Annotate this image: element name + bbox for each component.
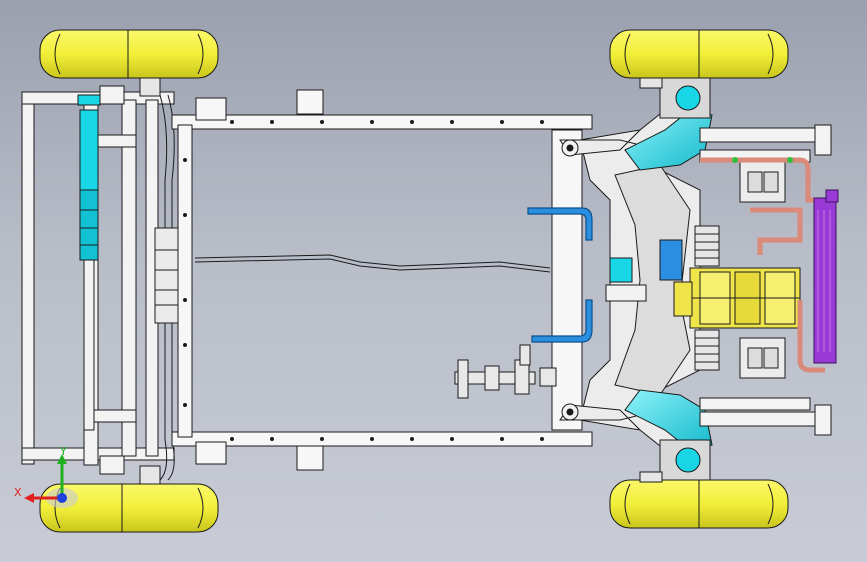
controller-boxes [739,161,786,379]
brake-lines [194,254,551,273]
front-subframe [579,129,701,431]
coolant-pipes [700,157,825,373]
tire-rear-right [39,483,219,533]
front-control-arm-bottom [559,389,713,476]
rail-rivets [183,120,544,441]
tire-rear-left [39,29,219,79]
radiator [813,189,839,364]
coordinate-axis-triad-icon: Y X [14,445,78,508]
drive-motor [673,267,801,329]
tire-front-right [609,479,789,529]
coolant-hoses-blue [527,207,593,343]
tire-front-left [609,29,789,79]
y-axis-label: Y [59,445,67,458]
cv-boots [694,225,720,371]
main-frame [171,89,593,471]
x-axis-label: X [14,486,22,499]
hub-links [139,77,663,485]
rear-strut [77,94,101,431]
steering-column [454,344,557,399]
rear-harness [154,94,180,481]
front-frame [699,124,832,436]
